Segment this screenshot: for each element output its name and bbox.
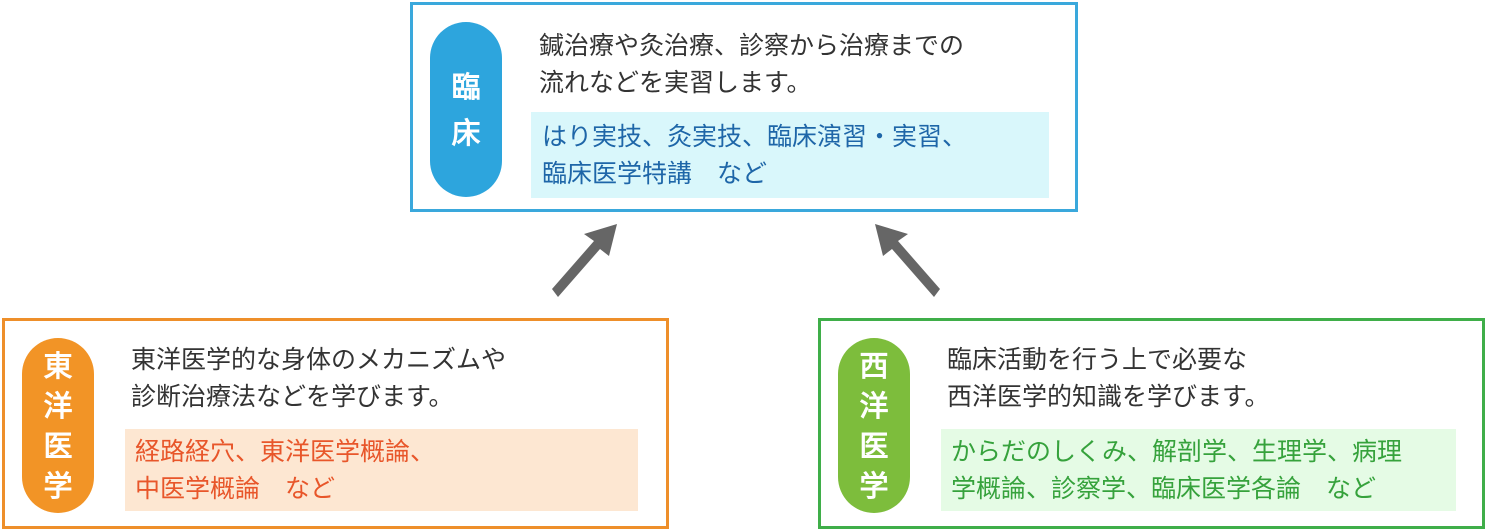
eastern-description: 東洋医学的な身体のメカニズムや 診断治療法などを学びます。: [131, 345, 507, 411]
eastern-label-pill: 東 洋 医 学: [22, 338, 94, 513]
clinical-courses: はり実技、灸実技、臨床演習・実習、 臨床医学特講 など: [531, 112, 1049, 198]
label-char: 東: [43, 348, 73, 383]
label-char: 床: [451, 115, 481, 150]
label-char: 学: [859, 468, 889, 503]
clinical-label-pill: 臨 床: [430, 22, 502, 197]
clinical-description: 鍼治療や灸治療、診察から治療までの 流れなどを実習します。: [539, 31, 965, 97]
arrow-up-left-icon: [875, 224, 940, 297]
label-char: 医: [43, 428, 73, 463]
western-medicine-box: 西 洋 医 学 臨床活動を行う上で必要な 西洋医学的知識を学びます。 からだのし…: [818, 318, 1485, 529]
western-label-pill: 西 洋 医 学: [838, 338, 910, 513]
label-char: 洋: [859, 388, 889, 423]
eastern-courses: 経路経穴、東洋医学概論、 中医学概論 など: [125, 429, 638, 511]
arrow-up-right-icon: [552, 224, 617, 297]
label-char: 西: [859, 348, 889, 383]
label-char: 学: [43, 468, 73, 503]
clinical-box: 臨 床 鍼治療や灸治療、診察から治療までの 流れなどを実習します。 はり実技、灸…: [410, 2, 1078, 212]
label-char: 臨: [451, 69, 481, 104]
eastern-medicine-box: 東 洋 医 学 東洋医学的な身体のメカニズムや 診断治療法などを学びます。 経路…: [2, 318, 669, 529]
label-char: 医: [859, 428, 889, 463]
label-char: 洋: [43, 388, 73, 423]
western-courses: からだのしくみ、解剖学、生理学、病理 学概論、診察学、臨床医学各論 など: [941, 429, 1456, 511]
western-description: 臨床活動を行う上で必要な 西洋医学的知識を学びます。: [947, 345, 1270, 411]
